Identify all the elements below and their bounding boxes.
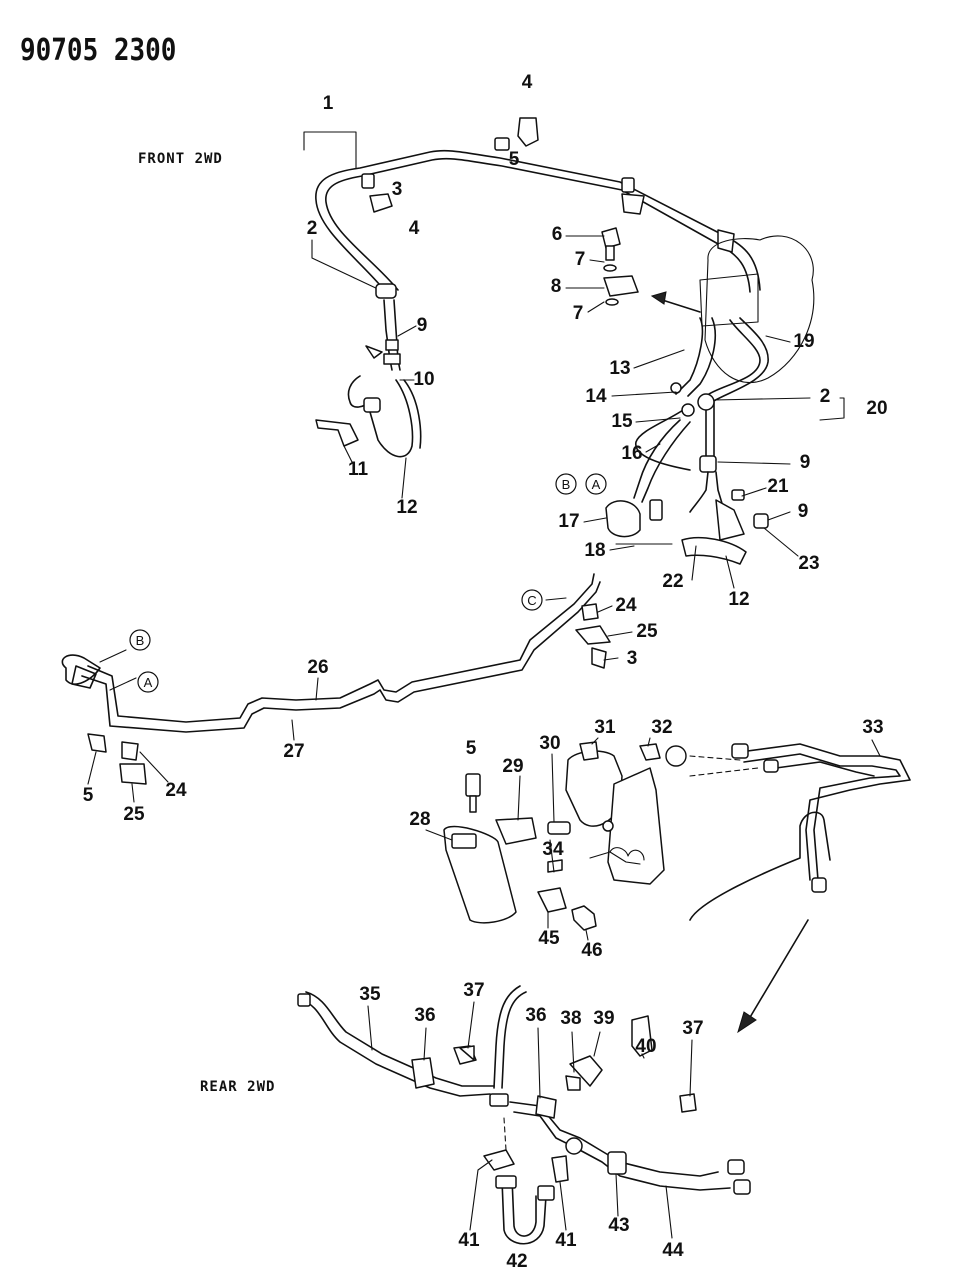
callout-8: 8 [551, 276, 562, 297]
callout-15: 15 [611, 411, 633, 432]
callout-37b: 37 [682, 1018, 703, 1039]
callout-22: 22 [662, 571, 683, 592]
document-number: 90705 2300 [20, 32, 176, 67]
front-brake-lines: A B [303, 117, 815, 565]
valve-assembly [443, 741, 759, 931]
callout-2c: 2 [820, 386, 831, 407]
callout-25b: 25 [123, 804, 145, 825]
callout-7b: 7 [573, 303, 584, 324]
callout-23: 23 [798, 553, 819, 574]
leader-lines [87, 235, 881, 1239]
callout-36: 36 [414, 1005, 435, 1026]
section-title-rear: REAR 2WD [200, 1079, 275, 1095]
ref-circle-a [585, 473, 607, 495]
callout-21: 21 [767, 476, 789, 497]
rear-line-set-33 [689, 743, 911, 1034]
ref-label-b-2: B [136, 633, 145, 648]
rear-brake-lines [297, 985, 751, 1245]
callout-20: 20 [866, 398, 887, 419]
callout-39: 39 [593, 1008, 614, 1029]
callout-13: 13 [609, 358, 630, 379]
callout-12: 12 [396, 497, 417, 518]
ref-label-b: B [562, 477, 571, 492]
callout-31: 31 [594, 717, 616, 738]
callout-29: 29 [502, 756, 523, 777]
callout-28: 28 [409, 809, 430, 830]
callout-40: 40 [635, 1036, 656, 1057]
callout-34: 34 [542, 839, 564, 860]
callout-46: 46 [581, 940, 602, 961]
callout-4: 4 [409, 218, 420, 239]
clip-bolt-3 [361, 173, 393, 213]
callout-7: 7 [575, 249, 586, 270]
callout-9c: 9 [798, 501, 809, 522]
ref-label-c: C [527, 593, 536, 608]
callout-30: 30 [539, 733, 560, 754]
callout-26: 26 [307, 657, 328, 678]
callout-10: 10 [413, 369, 434, 390]
callout-41: 41 [458, 1230, 480, 1251]
callout-9b: 9 [800, 452, 811, 473]
callout-1: 1 [323, 93, 334, 114]
callout-36b: 36 [525, 1005, 546, 1026]
callout-4b: 4 [522, 72, 533, 93]
callout-41b: 41 [555, 1230, 577, 1251]
callout-37: 37 [463, 980, 484, 1001]
callout-25: 25 [636, 621, 658, 642]
callout-3b: 3 [627, 648, 638, 669]
callout-33: 33 [862, 717, 883, 738]
callout-35: 35 [359, 984, 381, 1005]
ref-label-a-2: A [144, 675, 153, 690]
callout-17: 17 [558, 511, 579, 532]
callout-24: 24 [615, 595, 637, 616]
callout-5c: 5 [466, 738, 477, 759]
ref-label-a: A [592, 477, 601, 492]
callout-labels: 1 2 3 4 4 5 2 6 7 8 7 9 10 11 12 13 19 1… [83, 72, 888, 1272]
callout-45: 45 [538, 928, 560, 949]
callout-16: 16 [621, 443, 642, 464]
callout-9: 9 [417, 315, 428, 336]
callout-44: 44 [662, 1240, 684, 1261]
callout-5: 5 [509, 149, 520, 170]
callout-18: 18 [584, 540, 605, 561]
main-brake-lines-26-27: B A C [61, 573, 611, 785]
callout-42: 42 [506, 1251, 527, 1272]
callout-19: 19 [793, 331, 814, 352]
callout-11: 11 [348, 459, 369, 480]
callout-27: 27 [283, 741, 304, 762]
section-title-front: FRONT 2WD [138, 151, 223, 167]
callout-2: 2 [307, 218, 318, 239]
callout-24b: 24 [165, 780, 187, 801]
callout-14: 14 [585, 386, 607, 407]
callout-32: 32 [651, 717, 672, 738]
callout-43: 43 [608, 1215, 629, 1236]
callout-38: 38 [560, 1008, 581, 1029]
callout-5b: 5 [83, 785, 94, 806]
callout-6: 6 [552, 224, 563, 245]
callout-3: 3 [392, 179, 403, 200]
callout-12b: 12 [728, 589, 749, 610]
